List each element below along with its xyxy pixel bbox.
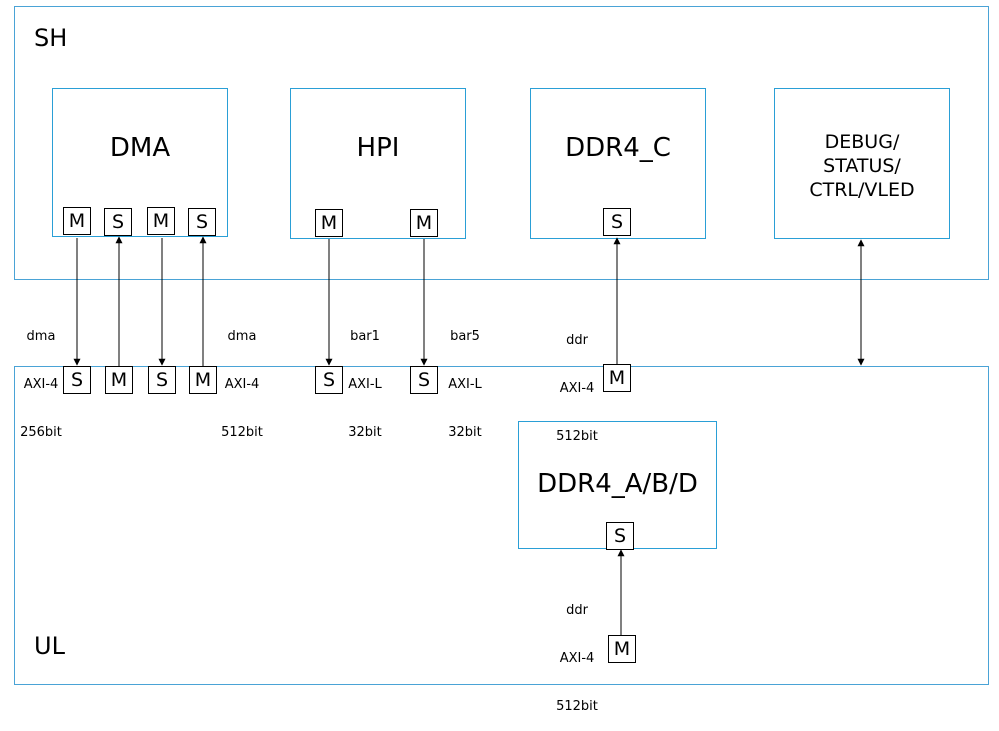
bus-label-bar5-line-3: 32bit	[448, 425, 482, 440]
bus-label-ddr-abd-line-3: 512bit	[556, 699, 598, 714]
bus-label-dma-256-line-3: 256bit	[20, 425, 62, 440]
bus-label-dma-256: dma AXI-4 256bit	[15, 297, 67, 457]
ul-ddr-master-port: M	[603, 364, 631, 392]
dma-slave-port-1: S	[104, 208, 132, 236]
bus-label-dma-512-line-3: 512bit	[221, 425, 263, 440]
hpi-label: HPI	[356, 133, 400, 163]
ddr4-c-label: DDR4_C	[565, 133, 671, 163]
debug-label-line-3: CTRL/VLED	[809, 179, 915, 201]
bus-label-ddr-abd-line-1: ddr	[566, 603, 588, 618]
bus-label-ddr-c-line-3: 512bit	[556, 429, 598, 444]
ul-bottom-master-port: M	[608, 635, 636, 663]
debug-label-line-1: DEBUG/	[824, 131, 900, 153]
dma-label: DMA	[109, 133, 171, 163]
bus-label-bar5-line-2: AXI-L	[448, 377, 482, 392]
bus-label-bar1-line-3: 32bit	[348, 425, 382, 440]
ddr4-c-slave-port: S	[603, 208, 631, 236]
bus-label-bar1-line-2: AXI-L	[348, 377, 382, 392]
ul-dma-master-port-1: M	[105, 366, 133, 394]
dma-slave-port-2: S	[188, 208, 216, 236]
ddr4-abd-slave-port: S	[606, 522, 634, 550]
bus-label-bar1: bar1 AXI-L 32bit	[340, 297, 390, 457]
bus-label-dma-512-line-2: AXI-4	[224, 377, 260, 392]
dma-master-port-1: M	[63, 207, 91, 235]
dma-master-port-2: M	[147, 207, 175, 235]
ul-dma-master-port-2: M	[189, 366, 217, 394]
debug-block: DEBUG/ STATUS/ CTRL/VLED	[774, 88, 950, 239]
ul-dma-slave-port-1: S	[63, 366, 91, 394]
ul-bar5-slave-port: S	[410, 366, 438, 394]
bus-label-bar5: bar5 AXI-L 32bit	[440, 297, 490, 457]
hpi-master-port-1: M	[315, 209, 343, 237]
sh-region-label: SH	[34, 24, 68, 52]
ul-dma-slave-port-2: S	[148, 366, 176, 394]
ul-region	[14, 366, 989, 685]
bus-label-ddr-c-line-2: AXI-4	[559, 381, 595, 396]
bus-label-ddr-c-line-1: ddr	[566, 333, 588, 348]
hpi-master-port-2: M	[410, 209, 438, 237]
ul-bar1-slave-port: S	[315, 366, 343, 394]
bus-label-bar1-line-1: bar1	[350, 329, 380, 344]
connection-wires	[73, 236, 865, 635]
bus-label-ddr-abd: ddr AXI-4 512bit	[551, 571, 603, 731]
bus-label-ddr-c: ddr AXI-4 512bit	[551, 301, 603, 461]
bus-label-dma-512: dma AXI-4 512bit	[216, 297, 268, 457]
bus-label-dma-256-line-2: AXI-4	[23, 377, 59, 392]
debug-label-line-2: STATUS/	[823, 155, 901, 177]
ul-region-label: UL	[34, 632, 65, 660]
bus-label-bar5-line-1: bar5	[450, 329, 480, 344]
bus-label-dma-256-line-1: dma	[26, 329, 56, 344]
ddr4-abd-label: DDR4_A/B/D	[537, 469, 698, 499]
bus-label-dma-512-line-1: dma	[227, 329, 257, 344]
bus-label-ddr-abd-line-2: AXI-4	[559, 651, 595, 666]
